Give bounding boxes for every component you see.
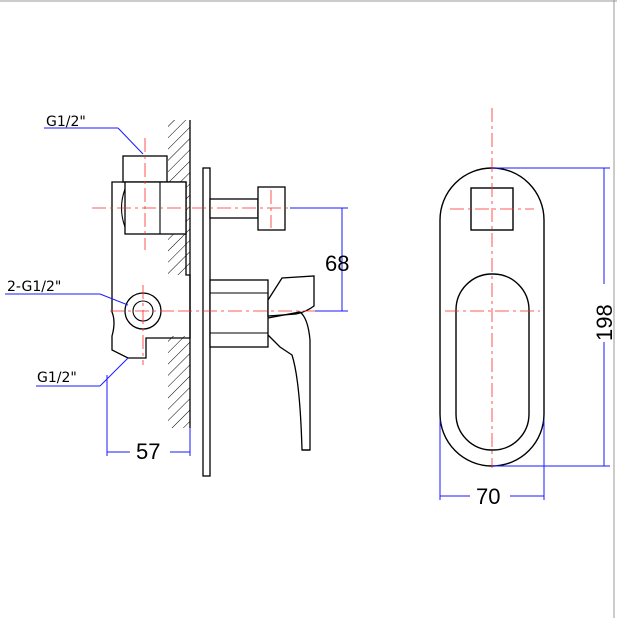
leader-inlet-bottom <box>36 357 129 387</box>
wall-plate <box>202 167 211 477</box>
handle-slot <box>455 273 530 451</box>
leader-inlet-top <box>44 127 144 155</box>
lever-blade <box>267 311 311 451</box>
valve-body <box>111 181 191 359</box>
upper-nut <box>257 186 286 231</box>
dim-height <box>492 167 610 467</box>
front-view: 198 70 <box>439 108 617 509</box>
label-outlet-mid: 2-G1/2" <box>7 279 61 295</box>
side-center-lines <box>92 138 330 365</box>
label-inlet-top: G1/2" <box>46 114 86 130</box>
label-inlet-bottom: G1/2" <box>37 370 77 386</box>
upper-spindle <box>209 198 259 219</box>
lever-handle <box>267 275 315 317</box>
leader-outlet-mid <box>5 293 129 306</box>
dim-width-text: 70 <box>476 484 500 509</box>
dim-spacing <box>290 207 348 312</box>
dim-depth <box>106 375 191 456</box>
dim-depth-text: 57 <box>136 439 160 464</box>
dim-width <box>439 420 545 500</box>
side-view: 68 57 G1/2" 2-G1/2" G1/2" <box>5 114 349 477</box>
handle-base <box>209 279 269 348</box>
wall-hatching <box>168 120 191 428</box>
dim-spacing-text: 68 <box>325 251 349 276</box>
dim-height-text: 198 <box>592 304 617 341</box>
front-center-lines <box>445 108 540 468</box>
